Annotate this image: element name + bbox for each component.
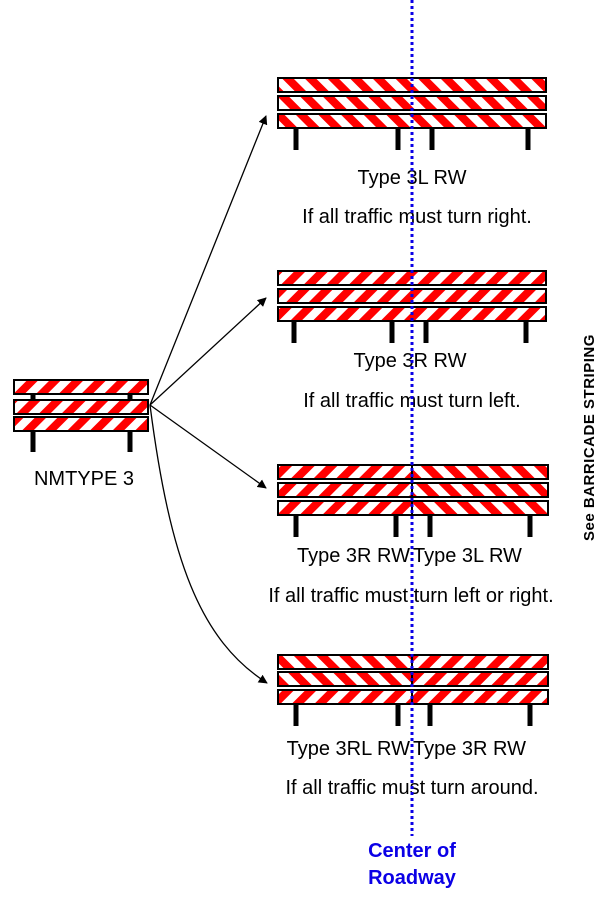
option-2-description: If all traffic must turn left. <box>303 390 520 412</box>
option-4-type-label-left: Type 3RL RW <box>287 738 411 760</box>
arrow-to-option-4 <box>149 404 268 684</box>
arrow-to-option-1 <box>149 115 268 406</box>
option-1-description: If all traffic must turn right. <box>302 206 532 228</box>
option-3-type-label-left: Type 3R RW <box>297 545 410 567</box>
arrow-to-option-2 <box>149 297 267 406</box>
option-4-type-label-right: Type 3R RW <box>413 738 526 760</box>
arrows <box>149 115 268 684</box>
source-label: NMTYPE 3 <box>34 468 134 490</box>
option-2-type-label: Type 3R RW <box>354 350 467 372</box>
centerline-label-line1: Center of <box>368 840 456 862</box>
barricade-option-3 <box>277 464 549 537</box>
centerline-label-line2: Roadway <box>368 867 457 889</box>
arrow-to-option-3 <box>149 404 267 489</box>
option-1-type-label: Type 3L RW <box>358 167 467 189</box>
option-3-type-label-right: Type 3L RW <box>413 545 522 567</box>
side-note: See BARRICADE STRIPING <box>581 334 598 541</box>
source-barricade <box>13 379 149 452</box>
